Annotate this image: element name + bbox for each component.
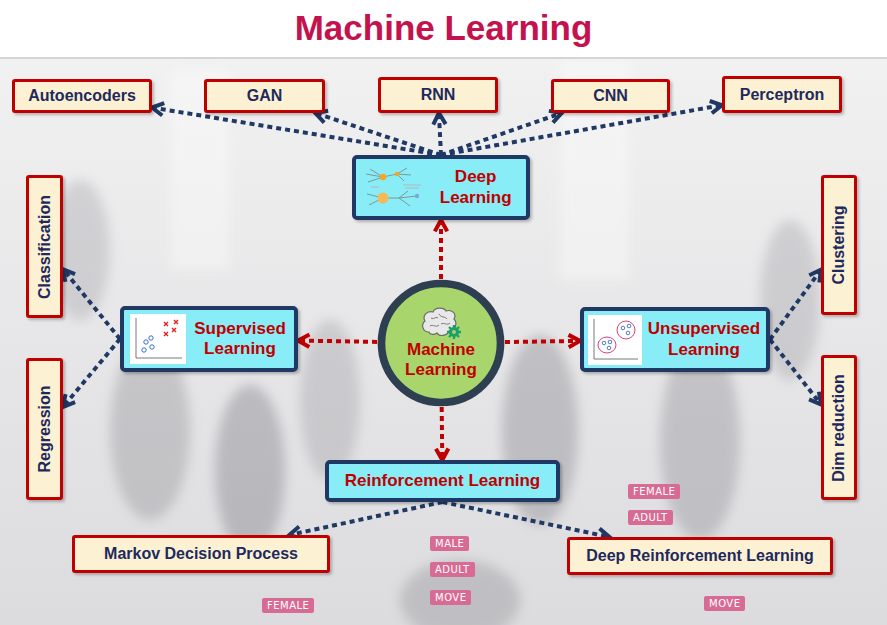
arrow-head (152, 103, 164, 115)
arrow-head (433, 113, 445, 125)
arrow-head (710, 101, 722, 113)
category-box: Supervised Learning (120, 306, 298, 372)
text-column: Supervised Learning (192, 319, 288, 360)
node-label: RNN (421, 85, 456, 104)
root-circle: Machine Learning (377, 279, 505, 407)
dotted-line (505, 341, 580, 342)
dotted-line (298, 341, 377, 342)
text-column: Clustering (829, 205, 848, 284)
node-label: Machine Learning (391, 340, 491, 381)
dotted-arrow (63, 269, 120, 339)
topic-box: Perceptron (722, 76, 842, 113)
node-label: Supervised Learning (192, 319, 288, 360)
dotted-line (443, 502, 610, 537)
dotted-arrow (433, 113, 445, 155)
text-column: Perceptron (740, 85, 824, 104)
background-tag: FEMALE (262, 598, 314, 613)
arrow-head (809, 270, 821, 283)
diagram-title: Machine Learning (0, 6, 887, 50)
topic-box: CNN (551, 79, 670, 113)
text-column: Markov Decision Process (104, 544, 298, 563)
background-tag: MOVE (704, 596, 745, 611)
scatter-plot-icon (130, 314, 186, 364)
category-box: Deep Learning (352, 155, 530, 220)
text-column: Deep Learning (433, 167, 519, 208)
text-column: Unsupervised Learning (646, 319, 762, 360)
node-label: GAN (247, 86, 283, 105)
node-label: Autoencoders (28, 86, 136, 105)
dotted-line (289, 502, 442, 535)
topic-box: Regression (26, 358, 63, 500)
node-label: Deep Learning (433, 167, 519, 208)
circle-fill (381, 283, 500, 402)
dotted-line (63, 339, 120, 407)
node-label: Classification (35, 194, 54, 298)
dotted-arrow (435, 220, 447, 279)
text-column: Dim reduction (829, 374, 848, 482)
node-label: Dim reduction (829, 374, 848, 482)
text-column: Deep Reinforcement Learning (586, 546, 814, 565)
node-label: CNN (593, 86, 628, 105)
topic-box: Deep Reinforcement Learning (567, 537, 833, 575)
text-column: Machine Learning (391, 340, 491, 381)
topic-box: Autoencoders (12, 79, 152, 113)
category-box: Unsupervised Learning (580, 307, 770, 372)
text-column: Reinforcement Learning (345, 471, 541, 491)
arrow-head (568, 335, 580, 347)
category-box: Reinforcement Learning (325, 460, 560, 502)
dotted-line (63, 269, 120, 339)
node-label: Clustering (829, 205, 848, 284)
text-column: RNN (421, 85, 456, 104)
dotted-arrow (289, 502, 442, 539)
background-tag: MOVE (430, 590, 471, 605)
node-label: Unsupervised Learning (646, 319, 762, 360)
dotted-line (441, 113, 562, 155)
dotted-arrow (443, 502, 610, 541)
text-column: Classification (35, 194, 54, 298)
brain-gear-icon (419, 306, 463, 340)
arrow-head (63, 269, 75, 282)
node-label: Reinforcement Learning (345, 471, 541, 491)
text-column: Regression (35, 385, 54, 472)
dotted-line (770, 270, 821, 340)
dotted-line (440, 407, 445, 460)
topic-box: RNN (378, 77, 498, 113)
background-tag: FEMALE (628, 484, 680, 499)
node-label: Markov Decision Process (104, 544, 298, 563)
arrow-head (63, 394, 75, 407)
dotted-arrow (770, 270, 821, 340)
text-column: GAN (247, 86, 283, 105)
dotted-line (315, 113, 441, 155)
topic-box: Clustering (821, 175, 857, 315)
background-tag: ADULT (430, 562, 475, 577)
neuron-illustration (363, 165, 425, 211)
background-tag: MALE (430, 536, 469, 551)
topic-box: Markov Decision Process (72, 535, 330, 573)
dotted-arrow (436, 407, 448, 460)
dotted-arrow (315, 111, 441, 155)
topic-box: Classification (26, 175, 63, 318)
dotted-line (152, 108, 441, 155)
dotted-arrow (770, 340, 821, 405)
arrow-head (809, 392, 821, 405)
node-label: Perceptron (740, 85, 824, 104)
dotted-line (439, 220, 443, 279)
dotted-line (770, 340, 821, 405)
dotted-arrow (441, 111, 562, 155)
arrow-head (298, 334, 310, 346)
node-label: Regression (35, 385, 54, 472)
dotted-arrow (505, 335, 580, 347)
topic-box: GAN (204, 79, 325, 113)
topic-box: Dim reduction (821, 355, 857, 500)
arrow-head (435, 220, 447, 231)
arrow-head (436, 449, 448, 460)
dotted-arrow (298, 334, 377, 346)
background-tag: ADULT (628, 510, 673, 525)
text-column: Autoencoders (28, 86, 136, 105)
cluster-plot-icon (588, 315, 642, 365)
node-label: Deep Reinforcement Learning (586, 546, 814, 565)
text-column: CNN (593, 86, 628, 105)
dotted-arrow (63, 339, 120, 407)
